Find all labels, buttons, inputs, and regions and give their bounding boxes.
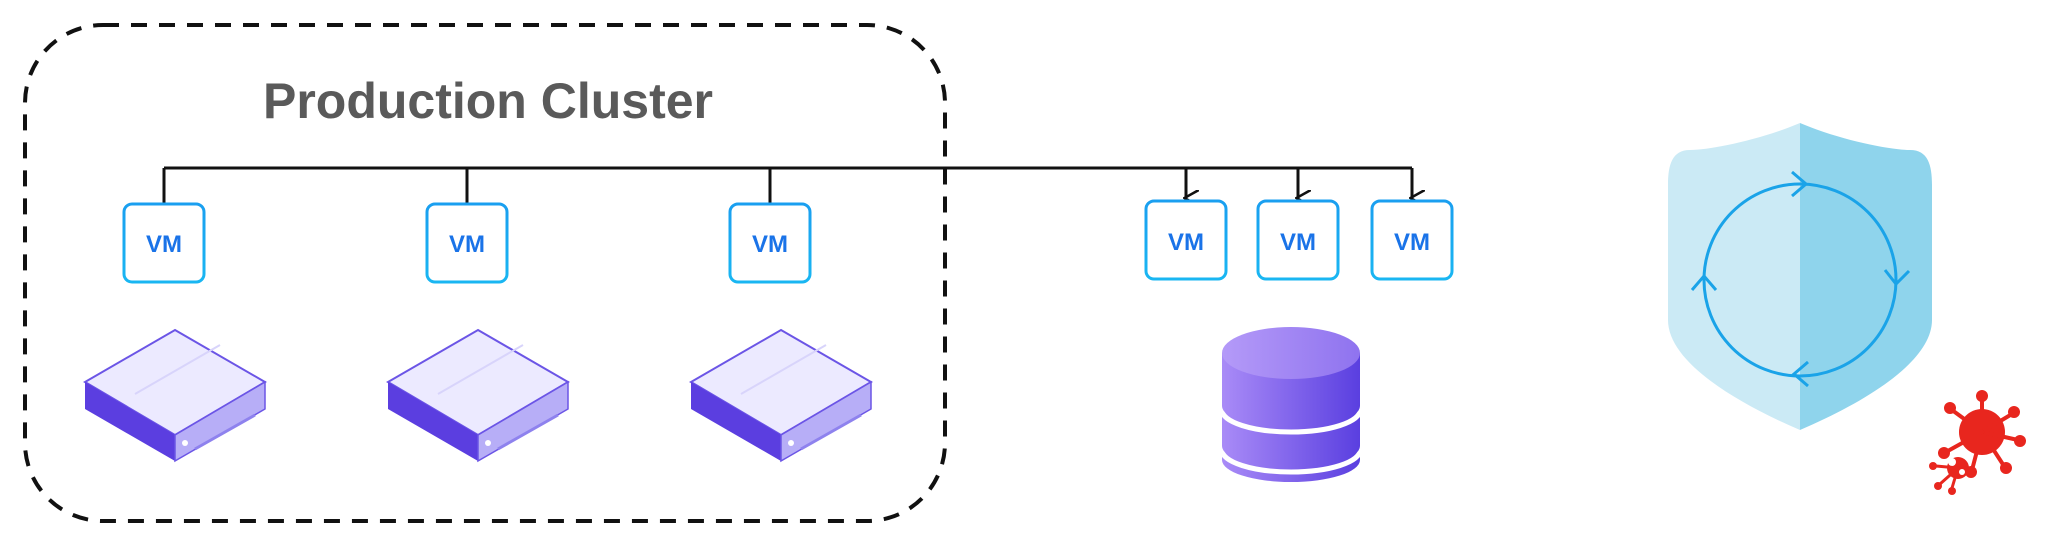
vm-label: VM [146,231,182,258]
shield-sync-icon [1668,123,1932,430]
server-icon [83,328,267,463]
vm-label: VM [449,231,485,258]
vm-label: VM [1394,229,1430,256]
virus-icon [1929,390,2026,495]
target-vm: VM [1256,199,1340,281]
vm-label: VM [1168,229,1204,256]
cluster-vm: VM [425,202,509,284]
cluster-title: Production Cluster [263,73,713,129]
target-vm: VM [1370,199,1454,281]
vm-label: VM [752,231,788,258]
cluster-vm: VM [728,202,812,284]
replication-connectors [162,166,1412,204]
database-icon [1219,327,1363,482]
cluster-vm: VM [122,202,206,284]
vm-label: VM [1280,229,1316,256]
target-vm: VM [1144,199,1228,281]
server-icon [386,328,570,463]
server-icon [689,328,873,463]
